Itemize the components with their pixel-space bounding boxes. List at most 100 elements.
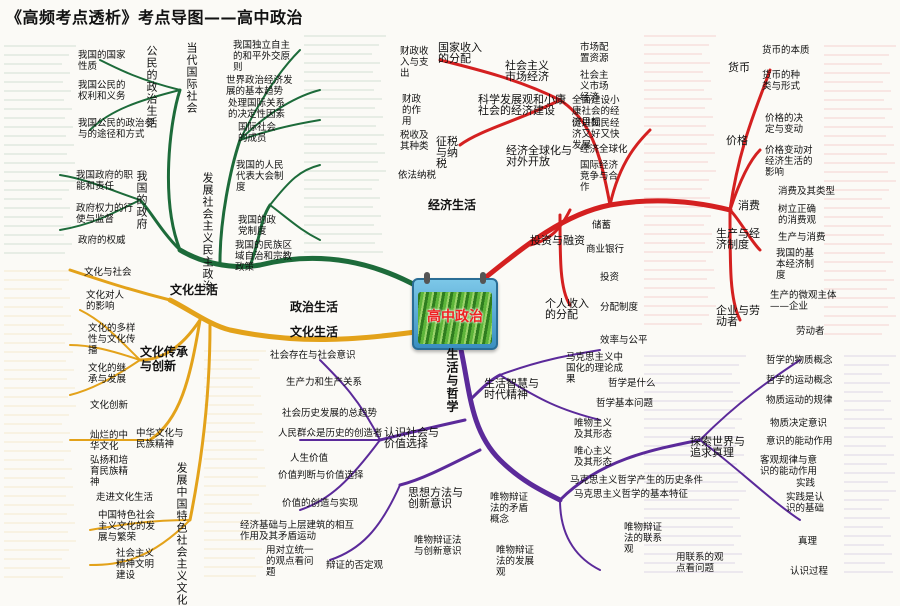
node-law: 物质运动的规律 xyxy=(766,395,833,406)
node-culture-heritage: 文化传承与创新 xyxy=(140,345,188,373)
node-culture-road: 走进文化生活 xyxy=(96,492,153,503)
node-prod-consume: 生产与消费 xyxy=(778,232,826,243)
node-culture-spirit: 弘扬和培育民族精神 xyxy=(90,455,132,488)
node-government: 我国的政府 xyxy=(136,170,147,230)
node-method: 思想方法与创新意识 xyxy=(408,487,468,509)
node-materialism: 唯物主义及其形态 xyxy=(574,418,616,440)
node-gov-power: 政府权力的行使与监督 xyxy=(76,203,134,225)
node-invest: 投资与融资 xyxy=(530,235,585,246)
node-culture-society: 文化与社会 xyxy=(84,267,132,278)
node-ethnic: 我国的民族区域自治和宗教政策 xyxy=(235,240,295,273)
node-basic: 我国的基本经济制度 xyxy=(776,248,820,281)
node-price: 价格 xyxy=(726,135,748,146)
page-title: 《高频考点透析》考点导图——高中政治 xyxy=(6,4,303,28)
node-income: 个人收入的分配 xyxy=(545,298,591,320)
node-efficiency: 效率与公平 xyxy=(600,335,648,346)
node-tax: 征税与纳税 xyxy=(436,136,466,169)
node-types: 货币的种类与形式 xyxy=(762,70,808,92)
node-culture-develop: 发展中国特色社会主义文化 xyxy=(176,462,187,606)
branch-culture: 文化生活 xyxy=(290,325,338,339)
node-relations: 处理国际关系的决定性因素 xyxy=(228,98,294,120)
node-econ-global: 经济全球化 xyxy=(580,144,628,155)
node-npc: 我国的人民代表大会制度 xyxy=(236,160,290,193)
node-dialectic: 唯物辩证法的矛盾概念 xyxy=(490,492,532,525)
node-nature: 我国的国家性质 xyxy=(78,50,128,72)
node-state-income: 国家收入的分配 xyxy=(438,42,484,64)
philosophy-sub-3 xyxy=(400,450,480,485)
node-decide: 物质决定意识 xyxy=(770,418,827,429)
node-participation: 我国公民的政治参与的途径和方式 xyxy=(78,118,156,140)
node-members: 国际社会的成员 xyxy=(238,122,282,144)
center-topic-icon: 高中政治 xyxy=(412,278,498,350)
node-subject: 生产的微观主体——企业 xyxy=(770,290,846,312)
node-explore: 探索世界与追求真理 xyxy=(690,436,746,458)
node-unity: 用对立统一的观点看问题 xyxy=(266,545,318,578)
node-initiative: 意识的能动作用 xyxy=(766,436,833,447)
node-motion: 哲学的运动概念 xyxy=(766,375,833,386)
node-intl: 当代国际社会 xyxy=(186,42,197,114)
branch-philosophy: 生活与哲学 xyxy=(445,348,459,413)
node-trend: 社会历史发展的总趋势 xyxy=(282,408,377,419)
node-truth: 真理 xyxy=(798,536,817,547)
node-consume-types: 消费及其类型 xyxy=(778,186,835,197)
node-competition: 国际经济竞争与合作 xyxy=(580,160,620,193)
node-culture-innovation: 文化创新 xyxy=(90,400,128,411)
node-develop: 唯物辩证法的发展观 xyxy=(496,545,536,578)
node-party: 我国的政党制度 xyxy=(238,215,284,237)
node-concept: 树立正确的消费观 xyxy=(778,204,820,226)
node-labor: 劳动者 xyxy=(796,326,825,337)
node-gov-func: 我国政府的职能和责任 xyxy=(76,170,134,192)
philosophy-sub-11 xyxy=(560,500,600,570)
node-money: 货币 xyxy=(728,62,750,73)
node-neg: 唯物辩证法与创新意识 xyxy=(414,535,470,557)
node-what: 哲学是什么 xyxy=(608,378,656,389)
node-culture-influence: 文化对人的影响 xyxy=(86,290,132,312)
node-science: 科学发展观和小康社会的经济建设 xyxy=(478,94,574,116)
node-basic-q: 哲学基本问题 xyxy=(596,398,653,409)
node-rights: 我国公民的权利和义务 xyxy=(78,80,128,102)
branch-economy: 经济生活 xyxy=(428,198,476,212)
node-tax-law: 依法纳税 xyxy=(398,170,436,181)
node-tax-kind: 税收及其种类 xyxy=(400,130,430,152)
node-culture-socialist: 中国特色社会主义文化的发展与繁荣 xyxy=(98,510,158,543)
node-values: 认识社会与价值选择 xyxy=(384,427,446,449)
node-life-value: 人生价值 xyxy=(290,453,328,464)
node-culture-inherit: 文化的继承与发展 xyxy=(88,363,132,385)
node-bank: 商业银行 xyxy=(586,244,624,255)
node-base: 经济基础与上层建筑的相互作用及其矛盾运动 xyxy=(240,520,362,542)
node-denial: 辩证的否定观 xyxy=(326,560,383,571)
node-peace: 我国独立自主的和平外交原则 xyxy=(233,40,299,73)
node-exist: 社会存在与社会意识 xyxy=(270,350,356,361)
node-democracy: 发展社会主义民主政治 xyxy=(202,172,213,292)
node-enterprise: 企业与劳动者 xyxy=(716,305,768,327)
node-global: 经济全球化与对外开放 xyxy=(506,145,572,167)
node-consume: 消费 xyxy=(738,200,760,211)
node-culture-core: 社会主义精神文明建设 xyxy=(116,548,156,581)
node-citizen: 公民的政治生活 xyxy=(146,45,157,129)
node-essence: 货币的本质 xyxy=(762,45,810,56)
node-marx-birth: 马克思主义哲学产生的历史条件 xyxy=(570,475,703,486)
node-wisdom: 生活智慧与时代精神 xyxy=(484,378,540,400)
node-gov-auth: 政府的权威 xyxy=(78,235,126,246)
node-objective: 客观规律与意识的能动作用 xyxy=(760,455,824,477)
branch-politics: 政治生活 xyxy=(290,300,338,314)
node-link: 唯物辩证法的联系观 xyxy=(624,522,666,555)
culture-sub-3 xyxy=(150,320,200,440)
node-culture-diversity: 文化的多样性与文化传播 xyxy=(88,323,138,356)
node-stocks: 投资 xyxy=(600,272,619,283)
economy-sub-5 xyxy=(560,215,570,305)
node-fiscal-role: 财政的作用 xyxy=(402,94,428,127)
node-matter: 哲学的物质概念 xyxy=(766,355,833,366)
node-price-change: 价格的决定与变动 xyxy=(765,113,811,135)
node-world: 世界政治经济发展的基本趋势 xyxy=(226,75,296,97)
node-forces: 生产力和生产关系 xyxy=(286,377,362,388)
node-masses: 人民群众是历史的创造者 xyxy=(278,428,383,439)
node-marx-feat: 马克思主义哲学的基本特征 xyxy=(574,489,688,500)
calendar-rings-icon xyxy=(424,272,486,282)
node-judge: 价值判断与价值选择 xyxy=(278,470,364,481)
node-price-effect: 价格变动对经济生活的影响 xyxy=(765,145,813,178)
node-distribution: 分配制度 xyxy=(600,302,638,313)
node-create: 价值的创造与实现 xyxy=(282,498,358,509)
node-culture-nation: 中华文化与民族精神 xyxy=(136,428,190,450)
branch-line-philosophy xyxy=(460,345,560,500)
